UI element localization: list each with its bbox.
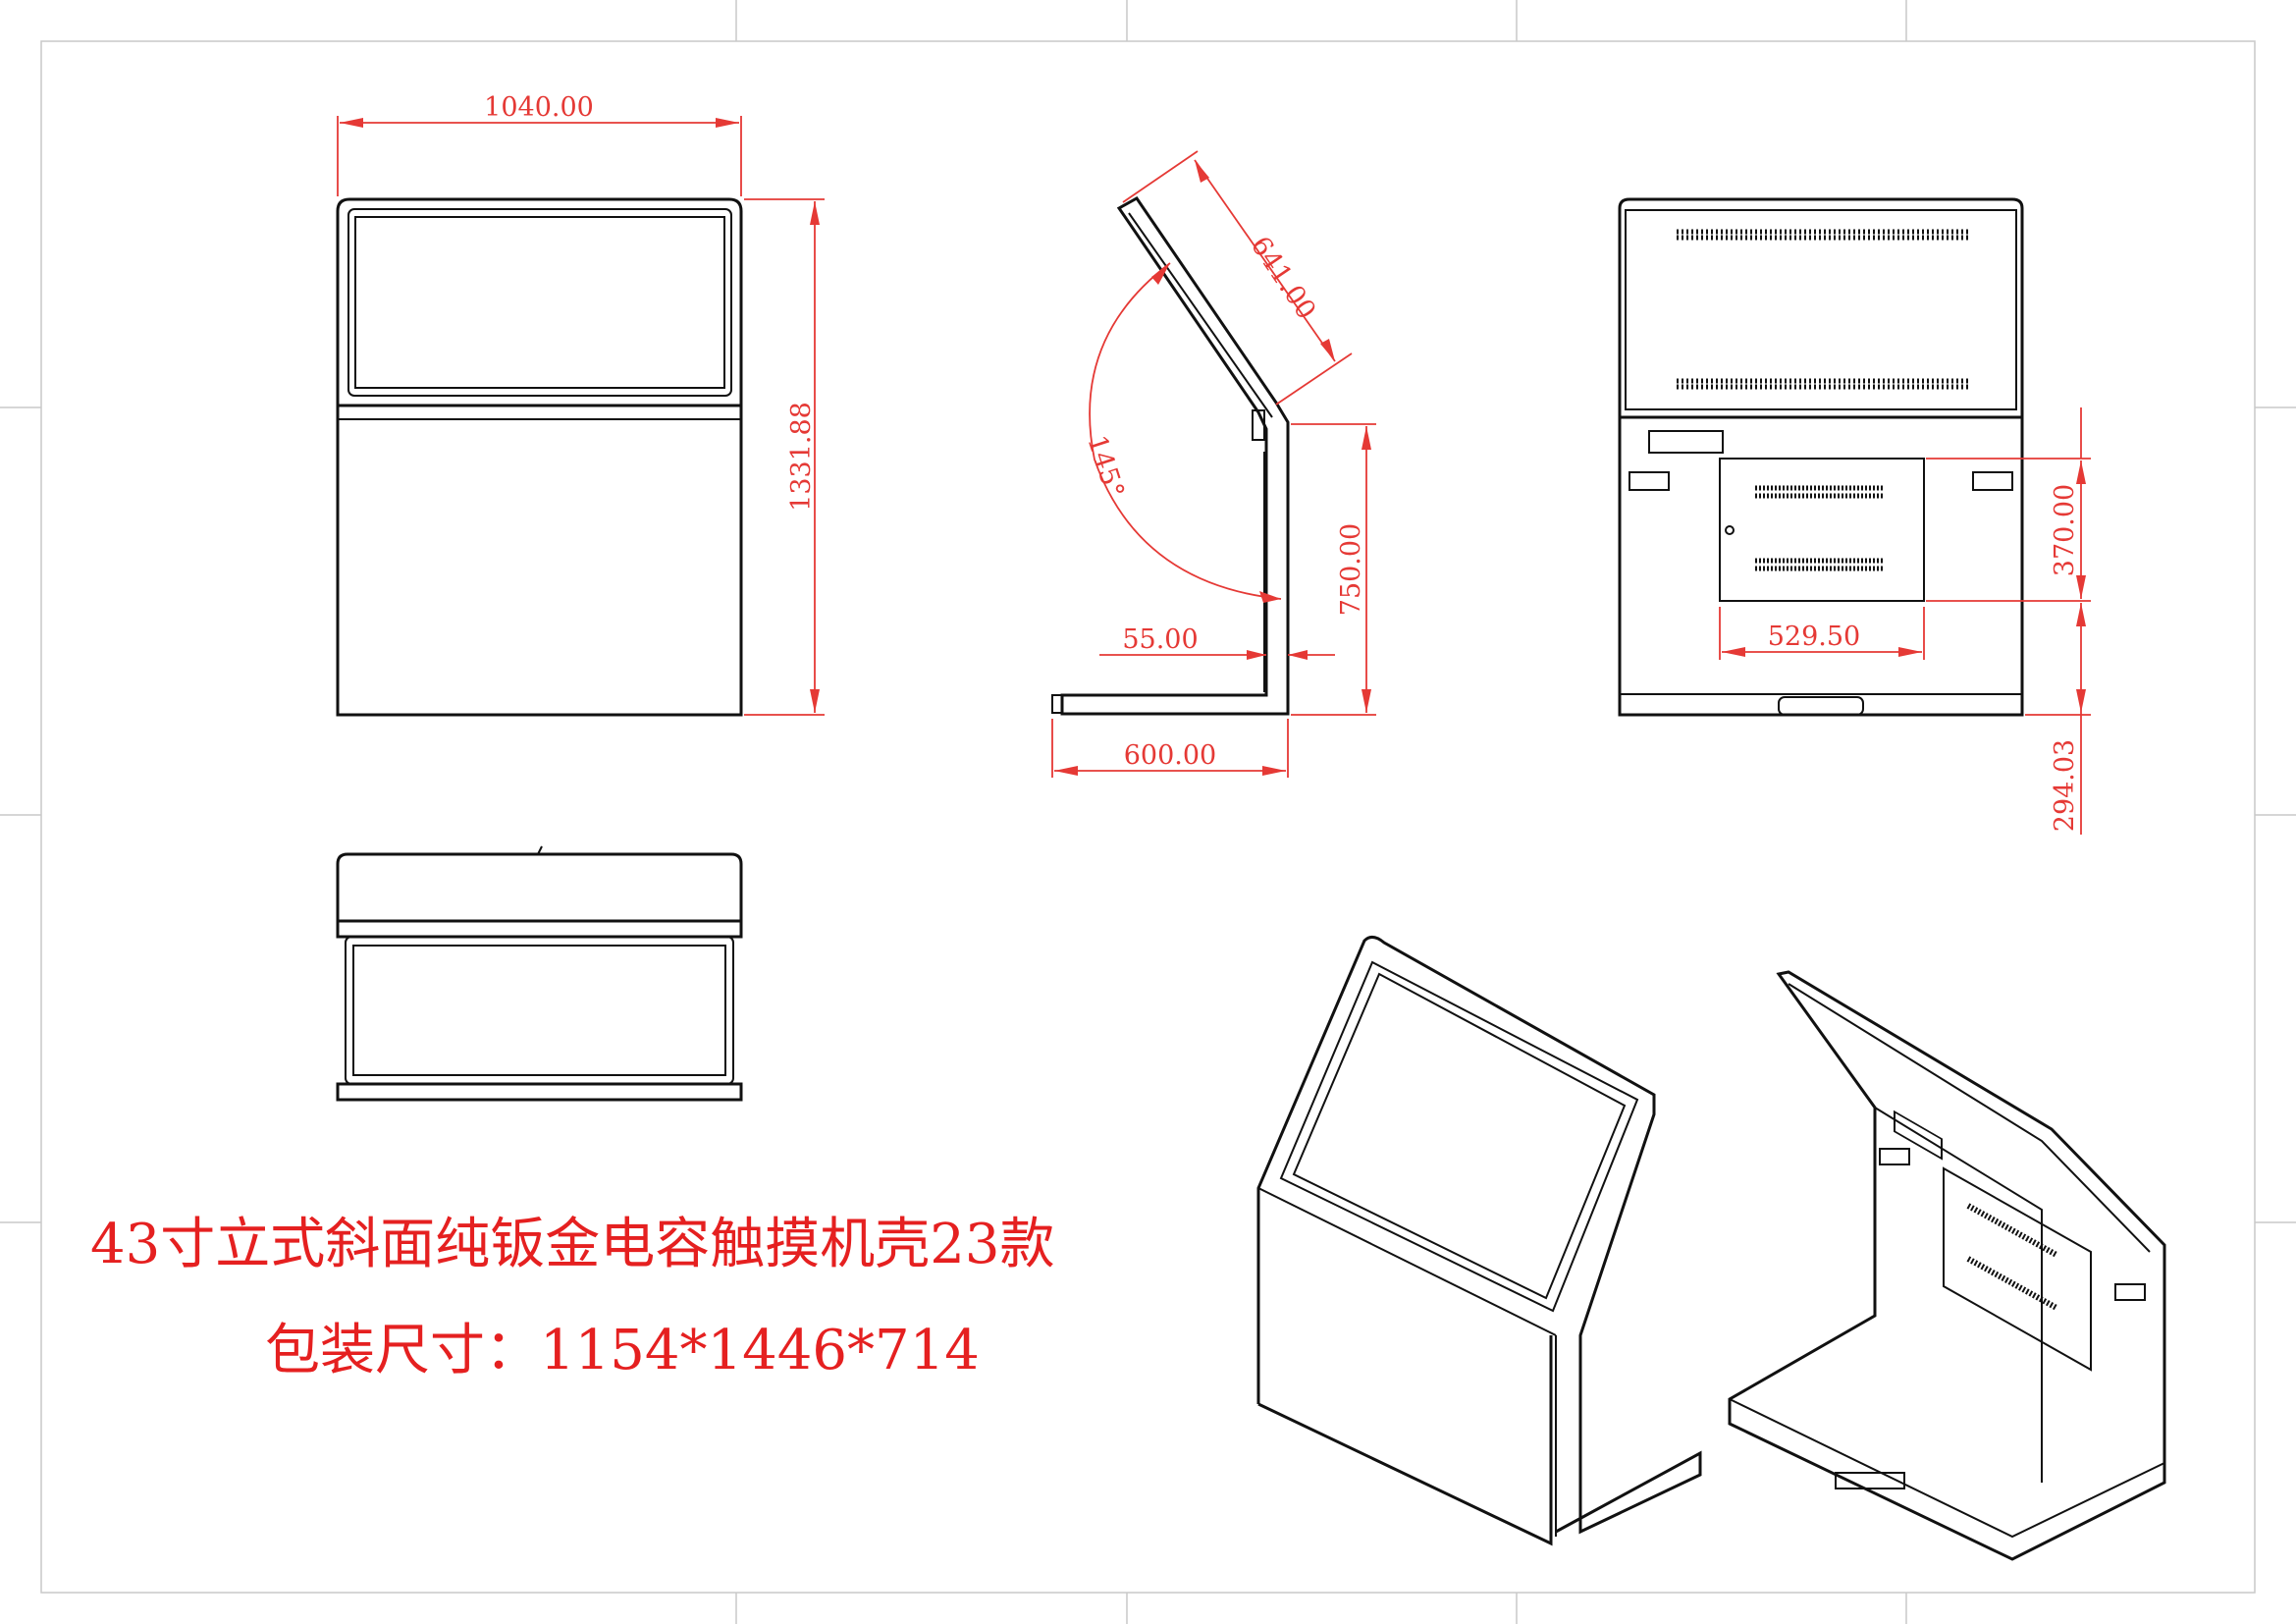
vent-slots: [1677, 229, 1968, 390]
isometric-back-view: [1728, 970, 2166, 1561]
back-view: [1618, 197, 2024, 717]
side-angle-dim: 145°: [1081, 432, 1130, 502]
drawing-title: 43寸立式斜面纯钣金电容触摸机壳23款: [90, 1213, 1055, 1276]
front-view: [336, 197, 743, 717]
back-door-height-dim: 370.00: [2050, 484, 2080, 576]
back-door-width-dim: 529.50: [1768, 622, 1860, 652]
front-height-dim: 1331.88: [786, 402, 817, 512]
back-dimensions: 370.00 529.50 294.03: [1719, 407, 2091, 835]
front-width-dim: 1040.00: [484, 92, 594, 123]
side-thickness-dim: 55.00: [1122, 624, 1198, 655]
side-view: [1051, 196, 1290, 716]
packaging-size: 包装尺寸：1154*1446*714: [265, 1319, 980, 1382]
door-vents: [1755, 485, 1885, 571]
top-view: [336, 845, 743, 1102]
iso-door-vents: [1966, 1203, 2058, 1311]
side-height-dim: 750.00: [1336, 523, 1366, 616]
side-base-depth-dim: 600.00: [1124, 740, 1216, 771]
front-dimensions: 1040.00 1331.88: [337, 92, 825, 716]
isometric-front-view: [1256, 936, 1702, 1546]
side-dimensions: 641.00 145° 750.00 55.00 600.00: [1051, 150, 1376, 778]
side-panel-length-dim: 641.00: [1245, 231, 1322, 325]
back-lower-height-dim: 294.03: [2050, 739, 2080, 832]
